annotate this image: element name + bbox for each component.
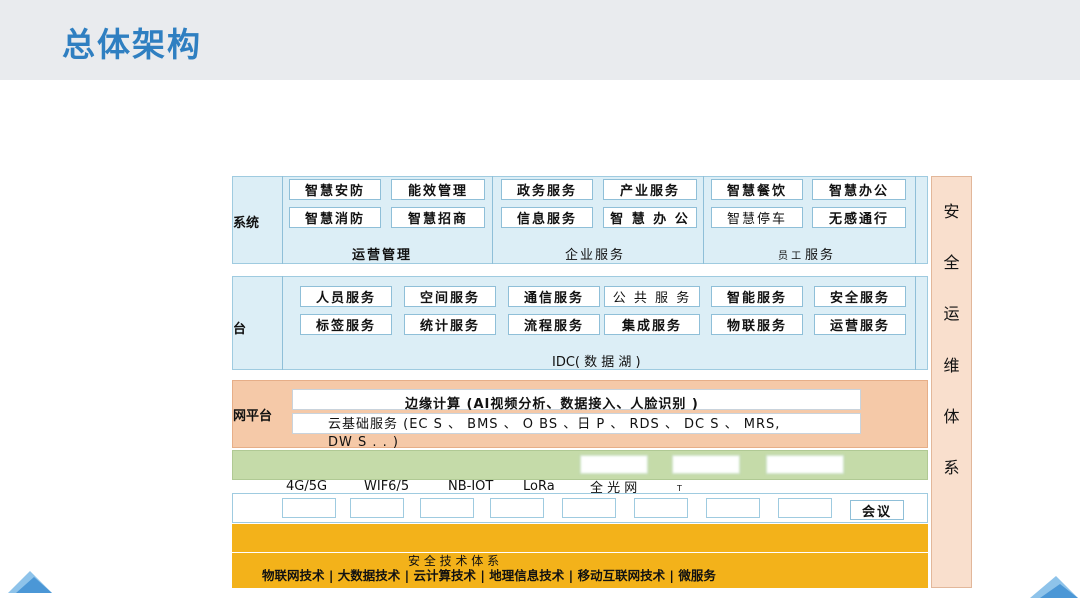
network-box-blurred — [672, 455, 740, 474]
cloud-services-box — [292, 413, 861, 434]
network-item: 全 光 网 — [590, 481, 638, 496]
app-group-footer: 服务 — [805, 248, 836, 263]
platform-layer-divider — [282, 276, 283, 370]
app-group-footer-small: 员 工 — [778, 251, 802, 262]
network-item: NB-IOT — [448, 479, 494, 494]
platform-layer-label: 台 — [233, 322, 247, 337]
device-box — [706, 498, 760, 518]
platform-item: 统计服务 — [404, 314, 496, 335]
security-tech-title: 安 全 技 术 体 系 — [408, 554, 500, 568]
app-item: 智慧招商 — [391, 207, 485, 228]
app-group-footer: 企业服务 — [565, 248, 626, 263]
app-layer-divider — [703, 176, 704, 264]
app-item: 能效管理 — [391, 179, 485, 200]
app-item: 无感通行 — [812, 207, 906, 228]
header-bar — [0, 0, 1080, 80]
network-item: LoRa — [523, 479, 555, 494]
security-tech-layer — [232, 524, 928, 552]
network-box-blurred — [766, 455, 844, 474]
device-box — [420, 498, 474, 518]
network-item: WIF6/5 — [364, 479, 410, 494]
device-box — [562, 498, 616, 518]
ops-system-label: 安 全 运 维 体 系 — [943, 202, 960, 477]
decor-triangle-left — [8, 565, 58, 595]
app-item: 智慧安防 — [289, 179, 381, 200]
app-item: 智慧消防 — [289, 207, 381, 228]
device-box — [350, 498, 404, 518]
app-item: 信息服务 — [501, 207, 593, 228]
network-box-blurred — [580, 455, 648, 474]
ops-system-column — [931, 176, 972, 588]
platform-item: 公 共 服 务 — [604, 286, 700, 307]
cloud-services-text: 云基础服务 (EC S 、 BMS 、 O BS 、日 P 、 RDS 、 DC… — [328, 417, 781, 450]
platform-item: 标签服务 — [300, 314, 392, 335]
platform-item: 物联服务 — [711, 314, 803, 335]
platform-footer: IDC( 数 据 湖 ) — [552, 355, 641, 370]
platform-item: 集成服务 — [604, 314, 700, 335]
platform-item: 通信服务 — [508, 286, 600, 307]
device-meeting: 会议 — [850, 500, 904, 520]
app-item: 智慧停车 — [711, 207, 803, 228]
app-item: 智慧餐饮 — [711, 179, 803, 200]
network-item: 4G/5G — [286, 479, 328, 494]
platform-item: 人员服务 — [300, 286, 392, 307]
app-layer-divider — [915, 176, 916, 264]
platform-item: 运营服务 — [814, 314, 906, 335]
network-platform-label: 网平台 — [233, 409, 273, 424]
platform-layer-divider — [915, 276, 916, 370]
network-mark: T — [677, 484, 682, 493]
app-item: 政务服务 — [501, 179, 593, 200]
app-layer-divider — [282, 176, 283, 264]
platform-item: 流程服务 — [508, 314, 600, 335]
device-box — [778, 498, 832, 518]
app-layer-label: 系统 — [233, 216, 260, 231]
app-item: 智慧办公 — [812, 179, 906, 200]
device-box — [634, 498, 688, 518]
platform-item: 安全服务 — [814, 286, 906, 307]
security-tech-items: 物联网技术 | 大数据技术 | 云计算技术 | 地理信息技术 | 移动互联网技术… — [262, 568, 716, 583]
app-layer-divider — [492, 176, 493, 264]
edge-computing-box — [292, 389, 861, 410]
device-box — [282, 498, 336, 518]
platform-item: 空间服务 — [404, 286, 496, 307]
page-title: 总体架构 — [62, 25, 202, 64]
app-item: 产业服务 — [603, 179, 697, 200]
app-item: 智 慧 办 公 — [603, 207, 697, 228]
security-tech-bottom — [232, 553, 928, 588]
app-group-footer: 运营管理 — [352, 248, 413, 263]
decor-triangle-right — [1030, 572, 1078, 600]
device-box — [490, 498, 544, 518]
edge-computing-text: 边缘计算 (AI视频分析、数据接入、人脸识别 ) — [405, 397, 699, 412]
platform-item: 智能服务 — [711, 286, 803, 307]
